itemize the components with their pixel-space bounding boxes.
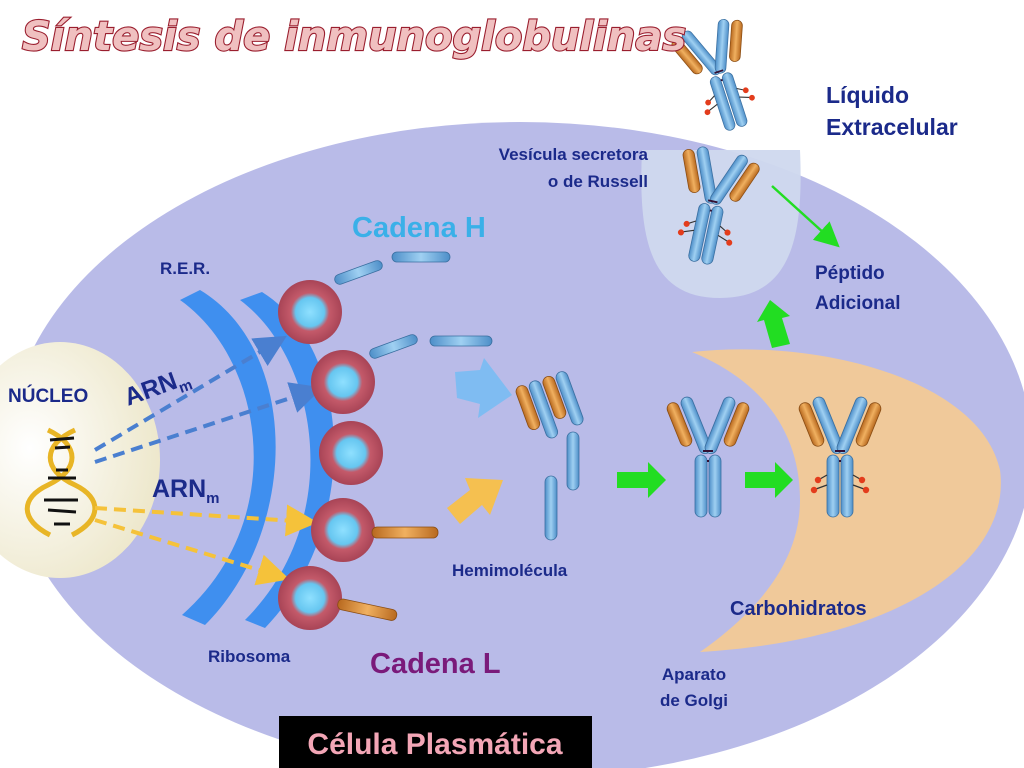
- extracellular-label-line2: Extracelular: [826, 114, 958, 140]
- mrna-arrows-light: [94, 504, 318, 586]
- mrna-arrows-heavy: [93, 335, 323, 464]
- plasma-cell-label-box: [279, 716, 592, 768]
- ribosome: [278, 566, 342, 630]
- plasma-cell-label: Célula Plasmática: [307, 728, 562, 761]
- rer-membrane-outer: [180, 290, 276, 625]
- ribosome-label: Ribosoma: [208, 647, 291, 666]
- nucleus: [0, 342, 160, 578]
- heavy-chain-arrow: [455, 358, 512, 418]
- hemimolecule-label: Hemimolécula: [452, 561, 568, 580]
- ribosome: [311, 350, 375, 414]
- extracellular-label-line1: Líquido: [826, 82, 909, 108]
- light-chain-label: Cadena L: [370, 648, 501, 680]
- green-arrows: [617, 300, 793, 498]
- light-chain-arrow: [447, 478, 503, 524]
- mrna-label-bottom-base: ARN: [152, 475, 206, 503]
- hemimolecule: [515, 371, 584, 541]
- peptide-label-line1: Péptido: [815, 263, 885, 284]
- heavy-chain-label: Cadena H: [352, 212, 486, 244]
- dna-helix-icon: [24, 427, 98, 538]
- nascent-light-chains: [337, 526, 439, 621]
- ribosomes: [278, 280, 383, 630]
- mrna-label-bottom-sub: m: [206, 490, 219, 507]
- carbohydrates-label: Carbohidratos: [730, 598, 867, 620]
- rer-label: R.E.R.: [160, 259, 210, 278]
- nucleus-label: NÚCLEO: [8, 385, 88, 407]
- golgi-label-line2: de Golgi: [660, 691, 728, 710]
- vesicle-label-line2: o de Russell: [548, 172, 648, 191]
- vesicle-label-line1: Vesícula secretora: [499, 145, 649, 164]
- ribosome: [278, 280, 342, 344]
- mrna-label-top-sub: m: [177, 376, 195, 397]
- golgi-label-line1: Aparato: [662, 665, 726, 684]
- ribosome: [311, 498, 375, 562]
- nascent-heavy-chains: [334, 251, 493, 359]
- page-title: Síntesis de inmunoglobulinas: [22, 14, 686, 60]
- peptide-pointer-arrow: [771, 185, 840, 248]
- ribosome: [319, 421, 383, 485]
- mrna-label-bottom: ARNm: [152, 475, 220, 507]
- peptide-label-line2: Adicional: [815, 293, 901, 314]
- rer-membrane-inner: [240, 292, 335, 628]
